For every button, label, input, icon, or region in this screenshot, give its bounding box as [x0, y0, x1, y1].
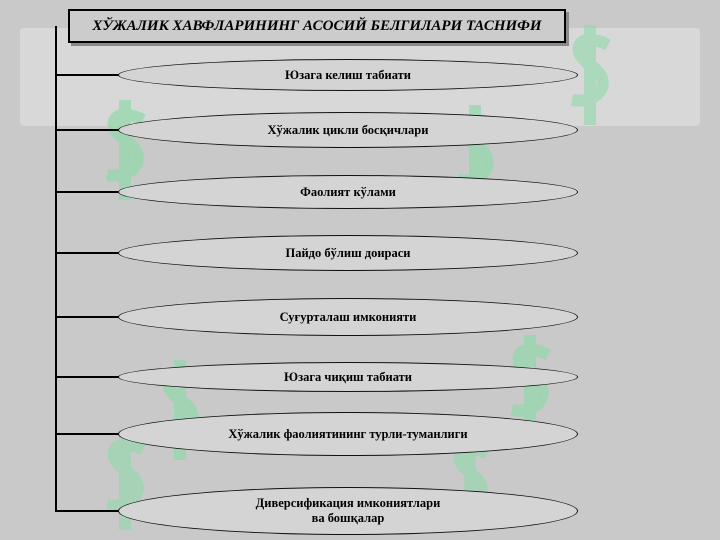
- classification-label: Юзага келиш табиати: [285, 67, 411, 82]
- diagram-title-box: ХЎЖАЛИК ХАВФЛАРИНИНГ АСОСИЙ БЕЛГИЛАРИ ТА…: [68, 9, 566, 43]
- connector-trunk: [55, 26, 57, 511]
- classification-label: Юзага чиқиш табиати: [284, 369, 412, 384]
- classification-oval: Хўжалик фаолиятининг турли-туманлиги: [118, 412, 578, 456]
- connector-branch: [55, 433, 121, 435]
- classification-oval: Юзага келиш табиати: [118, 59, 578, 91]
- connector-branch: [55, 191, 121, 193]
- classification-label: Пайдо бўлиш доираси: [285, 245, 411, 260]
- classification-oval: Диверсификация имкониятлари ва бошқалар: [118, 487, 578, 535]
- classification-label: Суғурталаш имконияти: [279, 309, 417, 324]
- classification-label: Фаолият кўлами: [300, 184, 396, 199]
- classification-label: Хўжалик цикли босқичлари: [267, 122, 429, 137]
- classification-oval: Юзага чиқиш табиати: [118, 362, 578, 392]
- classification-oval: Пайдо бўлиш доираси: [118, 235, 578, 271]
- classification-oval: Фаолият кўлами: [118, 175, 578, 209]
- diagram-title: ХЎЖАЛИК ХАВФЛАРИНИНГ АСОСИЙ БЕЛГИЛАРИ ТА…: [92, 17, 542, 34]
- connector-branch: [55, 376, 121, 378]
- classification-label: Хўжалик фаолиятининг турли-туманлиги: [228, 426, 468, 441]
- classification-oval: Хўжалик цикли босқичлари: [118, 112, 578, 148]
- connector-branch: [55, 252, 121, 254]
- classification-label: Диверсификация имкониятлари ва бошқалар: [255, 496, 441, 525]
- connector-branch: [55, 129, 121, 131]
- connector-branch: [55, 316, 121, 318]
- connector-branch: [55, 74, 121, 76]
- dollar-watermark-icon: [105, 100, 146, 200]
- connector-branch: [55, 510, 121, 512]
- classification-oval: Суғурталаш имконияти: [118, 298, 578, 336]
- dollar-watermark-icon: [570, 25, 611, 125]
